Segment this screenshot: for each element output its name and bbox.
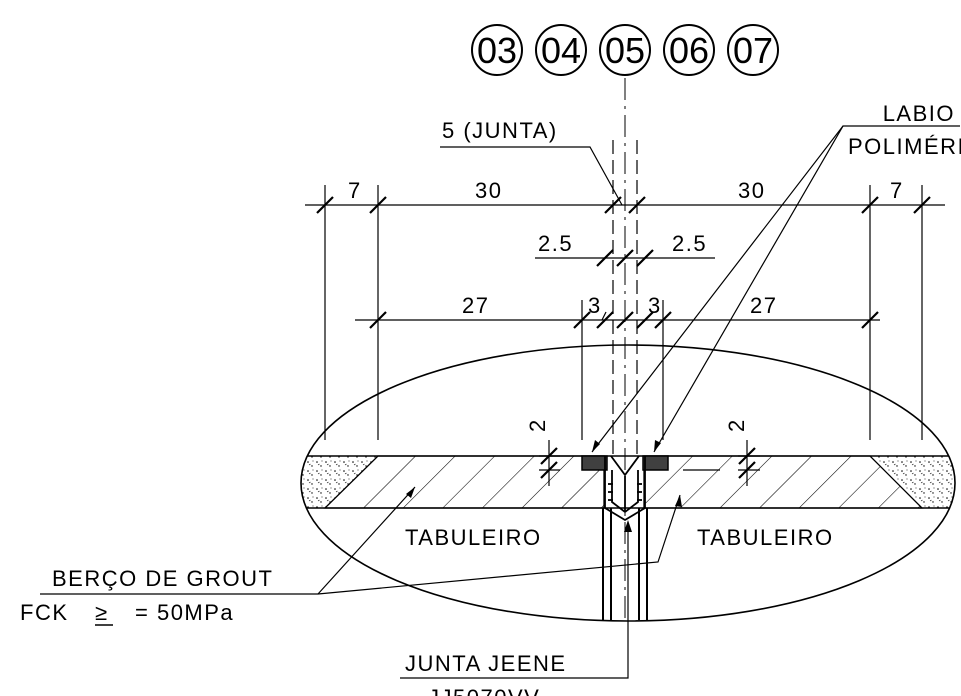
leader-lines <box>317 125 960 679</box>
dim-2-5-right: 2.5 <box>672 231 707 256</box>
axis-bubble-06 <box>663 24 715 76</box>
polymer-lip-label-line1: LABIO <box>883 101 955 126</box>
joint-width-label: 5 (JUNTA) <box>442 118 558 143</box>
axis-label-06: 06 <box>669 30 709 71</box>
dim-27-right: 27 <box>750 293 777 318</box>
dim-top-7-right: 7 <box>890 178 904 203</box>
axis-bubble-05 <box>599 24 651 76</box>
polymer-lip-label-line2: POLIMÉRI <box>848 134 961 159</box>
concrete-fill-right <box>870 456 955 508</box>
dim-27-left: 27 <box>462 293 489 318</box>
axis-bubble-04 <box>535 24 587 76</box>
grout-bed-label: BERÇO DE GROUT <box>52 566 273 591</box>
concrete-fill-left <box>301 456 378 508</box>
jeene-joint-profile <box>604 455 646 522</box>
polymer-lip-left <box>581 455 608 471</box>
axis-bubbles <box>471 24 779 76</box>
jeene-joint-label: JUNTA JEENE <box>405 651 567 676</box>
fck-label-prefix: FCK <box>20 600 69 625</box>
dim-top-30-left: 30 <box>475 178 502 203</box>
dim-2-left: 2 <box>525 418 550 432</box>
axis-label-07: 07 <box>733 30 773 71</box>
axis-bubble-07 <box>727 24 779 76</box>
slab-section <box>301 455 955 509</box>
deck-label-right: TABULEIRO <box>697 525 834 550</box>
dimension-ticks <box>316 196 931 479</box>
leader-arrows <box>406 440 682 532</box>
axis-label-05: 05 <box>605 30 645 71</box>
axis-label-03: 03 <box>477 30 517 71</box>
dim-top-7-left: 7 <box>348 178 362 203</box>
dim-2-5-left: 2.5 <box>538 231 573 256</box>
fck-label-suffix: = 50MPa <box>135 600 234 625</box>
dim-top-30-right: 30 <box>738 178 765 203</box>
dim-3-right: 3 <box>648 293 662 318</box>
jeene-model-label: JJ5070VV <box>428 685 540 696</box>
axis-bubble-03 <box>471 24 523 76</box>
dim-2-right: 2 <box>724 418 749 432</box>
axis-label-04: 04 <box>541 30 581 71</box>
deck-label-left: TABULEIRO <box>405 525 542 550</box>
polymer-lip-right <box>642 455 669 471</box>
dimension-lines <box>305 185 945 486</box>
dim-3-left: 3 <box>588 293 602 318</box>
fck-symbol: ≥ <box>95 600 109 625</box>
